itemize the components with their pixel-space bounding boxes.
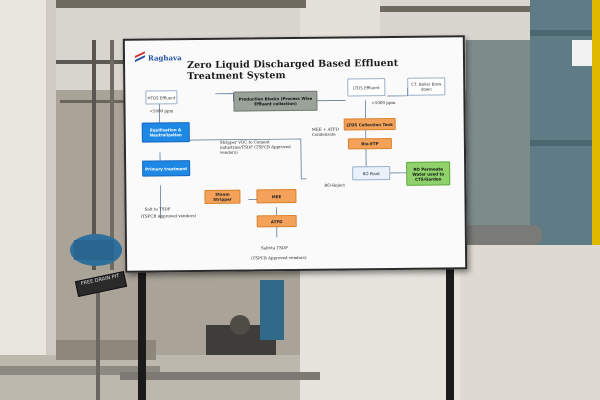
htds-effluent-box: HTDS Effluent bbox=[145, 90, 178, 105]
steam-stripper-label: Steam Stripper bbox=[213, 191, 232, 202]
stripper-voc-label: Stripper VOC to Cement industries/TSDF (… bbox=[219, 139, 291, 155]
bio-etp-box: Bio-ETP bbox=[347, 137, 392, 150]
atfd-box: ATFD bbox=[256, 214, 297, 228]
ro-reject-label: RO-Reject bbox=[324, 182, 345, 188]
ro-plant-label: RO Plant bbox=[362, 170, 380, 176]
htds-ppm-label: <5000 ppm bbox=[149, 108, 174, 114]
production-blocks-box: Production Blocks (Process Wise Effluent… bbox=[233, 90, 318, 112]
mee-label: MEE bbox=[271, 193, 282, 199]
salt-vendors-label: (TSPCB Approved vendors) bbox=[140, 213, 197, 219]
atfd-label: ATFD bbox=[270, 218, 283, 224]
ltds-effluent-box: LTDS Effluent bbox=[347, 78, 386, 97]
ltds-collection-tank-label: LTDS Collection Tank bbox=[346, 121, 393, 127]
ro-plant-box: RO Plant bbox=[352, 166, 391, 181]
saltvta-tsdf-label: Saltvta TSDF bbox=[260, 245, 288, 251]
primary-treatment-label: Primary treatment bbox=[145, 165, 188, 172]
steam-stripper-box: Steam Stripper bbox=[204, 189, 241, 204]
ro-permeate-box: RO Permeate Water used to CTS/Garden bbox=[406, 161, 451, 186]
ct-boiler-box: CT, Boiler Blow down bbox=[407, 77, 446, 96]
production-blocks-label: Production Blocks (Process Wise Effluent… bbox=[238, 95, 313, 107]
ltds-effluent-label: LTDS Effluent bbox=[353, 84, 380, 90]
ltds-collection-tank-box: LTDS Collection Tank bbox=[343, 117, 396, 131]
etp-information-board: Raghava Zero Liquid Discharged Based Eff… bbox=[122, 35, 468, 273]
mee-condensate-label: MEE + ATFD Condensate bbox=[311, 126, 344, 137]
htds-effluent-label: HTDS Effluent bbox=[147, 94, 176, 101]
bottom-vendors-label: (TSPCB Approved vendors) bbox=[251, 254, 307, 261]
equalisation-box: Equilisation & Neutralization bbox=[141, 122, 190, 143]
mee-box: MEE bbox=[256, 188, 297, 204]
bio-etp-label: Bio-ETP bbox=[361, 141, 379, 147]
equalisation-label: Equilisation & Neutralization bbox=[149, 127, 182, 138]
ltds-ppm-label: <5000 ppm bbox=[371, 99, 396, 106]
salt-tsdf-label: Salt to TSDF bbox=[144, 206, 171, 212]
ro-permeate-label: RO Permeate Water used to CTS/Garden bbox=[412, 165, 445, 182]
ct-boiler-label: CT, Boiler Blow down bbox=[411, 81, 442, 92]
mee-condensate-text: MEE + ATFD Condensate bbox=[311, 126, 339, 137]
flow-connectors bbox=[159, 87, 409, 238]
primary-treatment-box: Primary treatment bbox=[142, 160, 191, 177]
